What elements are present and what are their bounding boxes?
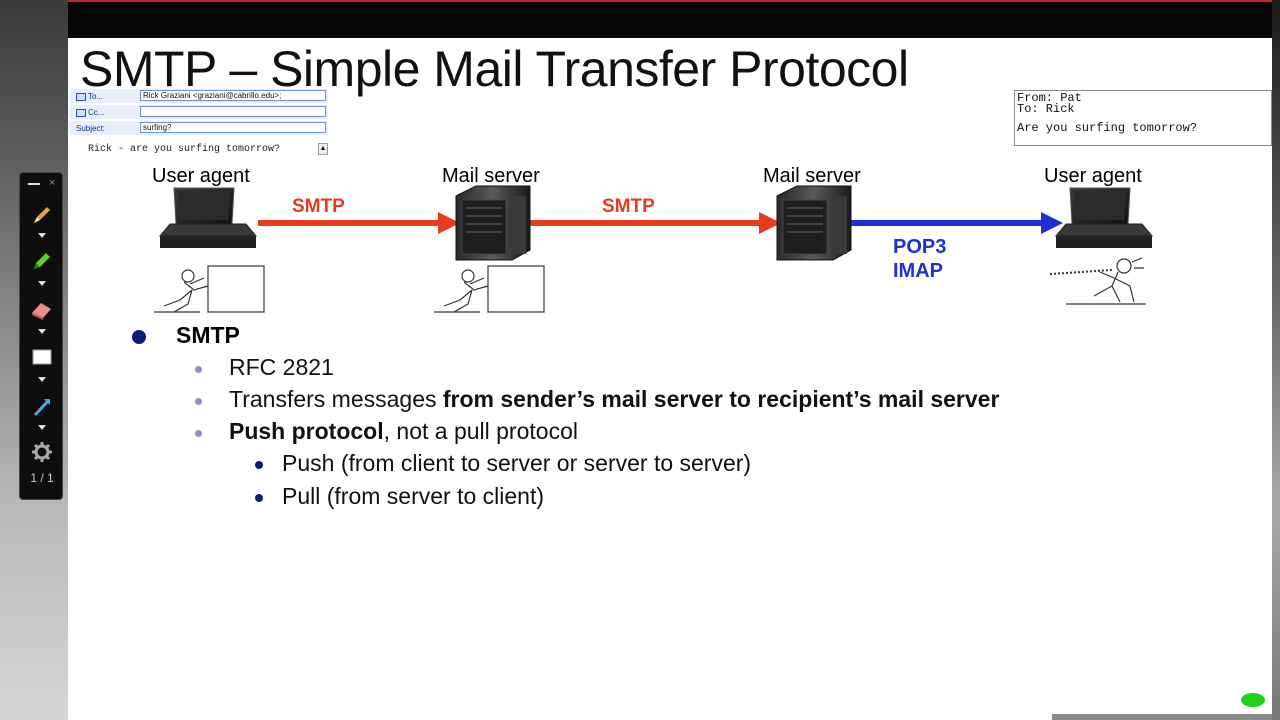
highlighter-options-caret[interactable] <box>38 281 46 286</box>
mail-flow-diagram <box>154 185 1154 313</box>
eraser-tool[interactable] <box>20 297 64 326</box>
cc-field <box>140 106 326 117</box>
pop3-label: POP3 <box>893 236 947 258</box>
highlighter-tool[interactable] <box>20 249 64 278</box>
smtp-arrow-1 <box>258 212 460 234</box>
node-label-user-agent-sender: User agent <box>152 165 250 187</box>
smtp-arrow-2 <box>528 212 781 234</box>
status-indicator <box>1241 693 1265 707</box>
bullet-dot <box>195 366 202 373</box>
to-field: Rick Graziani <graziani@cabrillo.edu>; <box>140 90 326 101</box>
compose-cc-row: Cc... <box>70 105 328 119</box>
whiteboard-icon <box>32 349 52 365</box>
address-book-icon <box>76 92 86 101</box>
node-label-mail-server-sender: Mail server <box>442 165 540 187</box>
compose-to-row: To... Rick Graziani <graziani@cabrillo.e… <box>70 89 328 103</box>
subject-label: Subject: <box>76 124 105 133</box>
whiteboard-options-caret[interactable] <box>38 377 46 382</box>
address-book-icon <box>76 108 86 117</box>
bottom-edge-bar <box>1052 714 1272 720</box>
node-label-user-agent-recipient: User agent <box>1044 165 1142 187</box>
email-compose-snippet: To... Rick Graziani <graziani@cabrillo.e… <box>70 86 328 158</box>
pointer-tool[interactable] <box>20 395 64 424</box>
cc-label: Cc... <box>76 108 104 117</box>
laptop-icon <box>1054 187 1154 248</box>
slide-title: SMTP – Simple Mail Transfer Protocol <box>80 41 909 97</box>
server-icon <box>776 185 852 261</box>
bullet-dot <box>132 330 146 344</box>
pushing-figure-icon <box>434 265 545 313</box>
whiteboard-tool[interactable] <box>20 347 64 372</box>
bullet-dot <box>195 430 202 437</box>
pen-tool[interactable] <box>20 203 64 232</box>
bullet-pull-detail: Pull (from server to client) <box>255 483 544 510</box>
gear-icon <box>32 442 52 462</box>
to-label: To... <box>76 92 103 101</box>
received-message: From: Pat To: Rick Are you surfing tomor… <box>1014 90 1272 146</box>
pointer-options-caret[interactable] <box>38 425 46 430</box>
slide: SMTP – Simple Mail Transfer Protocol To.… <box>68 0 1272 720</box>
node-label-mail-server-recipient: Mail server <box>763 165 861 187</box>
smtp-label-2: SMTP <box>602 196 655 217</box>
close-icon[interactable]: × <box>49 177 56 189</box>
scroll-up-icon: ▲ <box>318 143 328 155</box>
laptop-icon <box>158 187 258 248</box>
pen-icon <box>34 207 50 223</box>
message-body: Are you surfing tomorrow? <box>1017 121 1198 135</box>
eraser-icon <box>32 303 51 320</box>
highlighter-icon <box>34 253 50 269</box>
annotation-toolbar: × <box>19 172 63 500</box>
server-icon <box>455 185 531 261</box>
pulling-figure-icon <box>1049 257 1146 305</box>
message-to: To: Rick <box>1017 102 1075 116</box>
page-indicator: 1 / 1 <box>30 471 54 485</box>
bullet-transfers: Transfers messages from sender’s mail se… <box>195 386 999 413</box>
bullet-dot <box>255 494 263 502</box>
pop3-imap-label: POP3 IMAP <box>893 235 946 283</box>
compose-body: Rick - are you surfing tomorrow? <box>88 144 281 155</box>
pushing-figure-icon <box>154 265 265 313</box>
smtp-label-1: SMTP <box>292 196 345 217</box>
settings-button[interactable] <box>20 441 64 468</box>
compose-subject-row: Subject: surfing? <box>70 121 328 135</box>
minimize-icon[interactable] <box>28 183 40 185</box>
backdrop-right <box>1272 0 1280 720</box>
message-from: From: Pat <box>1017 91 1082 105</box>
bullet-rfc: RFC 2821 <box>195 354 334 381</box>
slide-top-bar <box>68 0 1272 38</box>
bullet-dot <box>195 398 202 405</box>
eraser-options-caret[interactable] <box>38 329 46 334</box>
pen-options-caret[interactable] <box>38 233 46 238</box>
bullet-dot <box>255 461 263 469</box>
imap-label: IMAP <box>893 260 943 282</box>
pop-imap-arrow <box>848 212 1063 234</box>
bullet-push-detail: Push (from client to server or server to… <box>255 450 751 477</box>
bullet-smtp: SMTP <box>132 322 240 349</box>
subject-field: surfing? <box>140 122 326 133</box>
pointer-icon <box>33 399 50 417</box>
bullet-push-protocol: Push protocol, not a pull protocol <box>195 418 578 445</box>
